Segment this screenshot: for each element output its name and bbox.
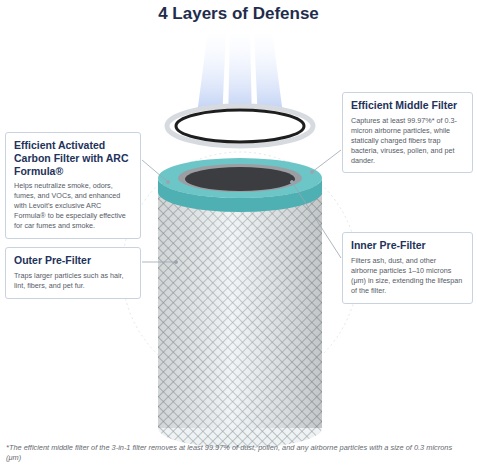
callout-heading: Inner Pre-Filter bbox=[351, 239, 464, 252]
leader-lines bbox=[142, 150, 341, 264]
filter-cylinder bbox=[158, 158, 322, 448]
callout-heading: Efficient Middle Filter bbox=[351, 99, 464, 112]
diagram-title: 4 Layers of Defense bbox=[0, 4, 477, 24]
callout-body: Helps neutralize smoke, odors, fumes, an… bbox=[14, 181, 132, 231]
callout-body: Traps larger particles such as hair, lin… bbox=[14, 271, 132, 291]
callout-heading: Outer Pre-Filter bbox=[14, 254, 132, 267]
gasket-ring bbox=[167, 106, 313, 146]
footnote-caption: *The efficient middle filter of the 3-in… bbox=[6, 443, 468, 463]
callout-box: Inner Pre-FilterFilters ash, dust, and o… bbox=[342, 232, 473, 304]
callout-heading: Efficient Activated Carbon Filter with A… bbox=[14, 139, 132, 177]
callout-box: Efficient Middle FilterCaptures at least… bbox=[342, 92, 473, 173]
callout-box: Efficient Activated Carbon Filter with A… bbox=[5, 132, 141, 239]
callout-box: Outer Pre-FilterTraps larger particles s… bbox=[5, 247, 141, 299]
callout-body: Filters ash, dust, and other airborne pa… bbox=[351, 256, 464, 296]
callout-body: Captures at least 99.97%* of 0.3-micron … bbox=[351, 116, 464, 166]
